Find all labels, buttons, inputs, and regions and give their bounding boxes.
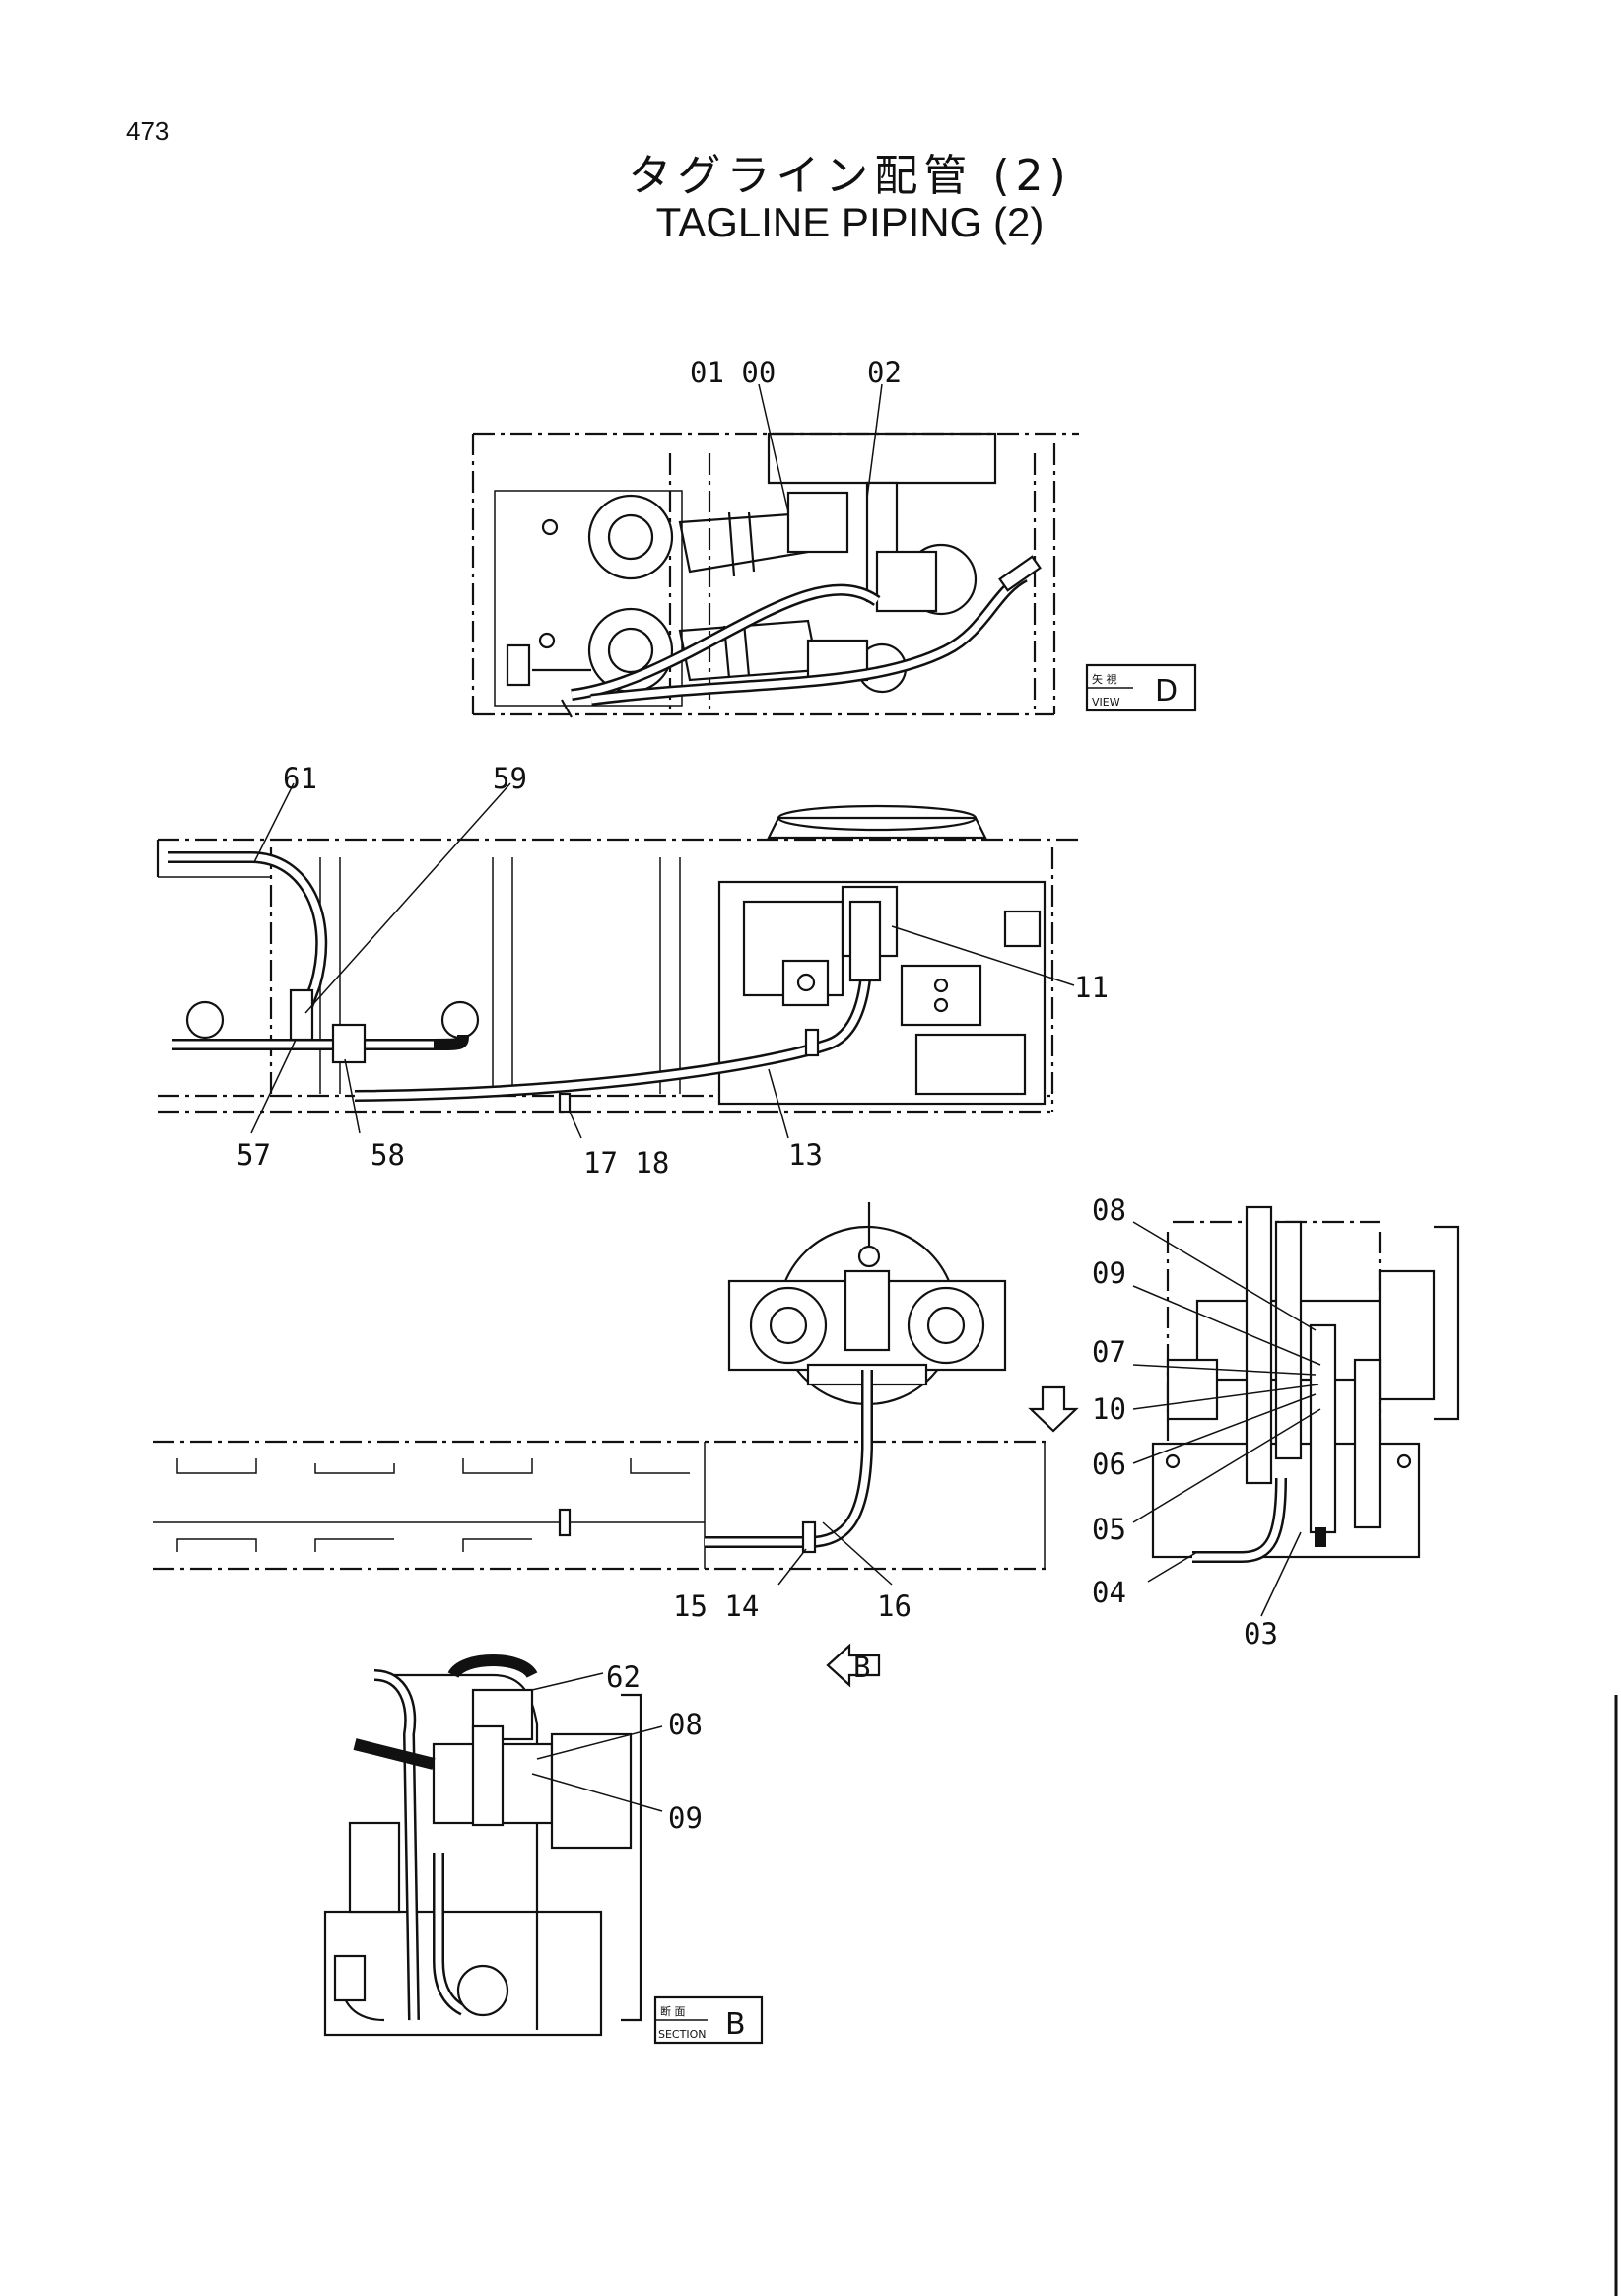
section-tag-letter: B [725,2007,746,2042]
view-d-tag: 矢 視 VIEW D [1085,663,1197,712]
callout-59: 59 [493,762,527,795]
callout-01-00: 01 00 [690,356,776,389]
page-title-english: TAGLINE PIPING (2) [655,199,1045,245]
callout-06: 06 [1092,1448,1126,1481]
page-number: 473 [126,116,169,146]
right-view-drawing [1132,1205,1460,1617]
callout-09-section: 09 [668,1801,703,1835]
callout-08-section: 08 [668,1708,703,1741]
section-tag-jp: 断 面 [660,2004,686,2018]
callout-13: 13 [788,1138,823,1172]
view-tag-en: VIEW [1092,696,1120,709]
callout-11: 11 [1074,971,1109,1004]
callout-10: 10 [1092,1392,1126,1426]
section-arrow-b-label: B [853,1651,870,1684]
plan-view-callouts: 15 14 16 B [673,1589,912,1684]
view-tag-jp: 矢 視 [1092,672,1117,686]
callout-03: 03 [1244,1617,1278,1651]
plan-view-drawing [153,1202,1079,1688]
view-tag-letter: D [1155,674,1178,709]
side-view-drawing [156,782,1079,1139]
right-view-callouts: 08 09 07 10 06 05 04 03 [1092,1193,1278,1651]
section-b-callouts: 62 08 09 [606,1660,703,1835]
callout-15-14: 15 14 [673,1589,759,1623]
callout-62: 62 [606,1660,641,1694]
callout-02: 02 [867,356,902,389]
callout-58: 58 [371,1138,405,1172]
section-b-tag: 断 面 SECTION B [653,1995,764,2045]
callout-61: 61 [283,762,317,795]
view-d-callouts: 01 00 02 [690,356,902,389]
callout-04: 04 [1092,1576,1126,1609]
view-d-drawing [471,383,1079,718]
callout-16: 16 [877,1589,912,1623]
callout-17-18: 17 18 [583,1146,669,1180]
section-tag-en: SECTION [658,2028,706,2041]
callout-05: 05 [1092,1513,1126,1546]
callout-57: 57 [236,1138,271,1172]
callout-07: 07 [1092,1335,1126,1369]
side-view-callouts: 61 59 11 57 58 17 18 13 [236,762,1109,1180]
section-b-drawing [323,1654,663,2037]
callout-08: 08 [1092,1193,1126,1227]
callout-09: 09 [1092,1256,1126,1290]
page-title-japanese: タグライン配管 (2) [628,151,1072,201]
